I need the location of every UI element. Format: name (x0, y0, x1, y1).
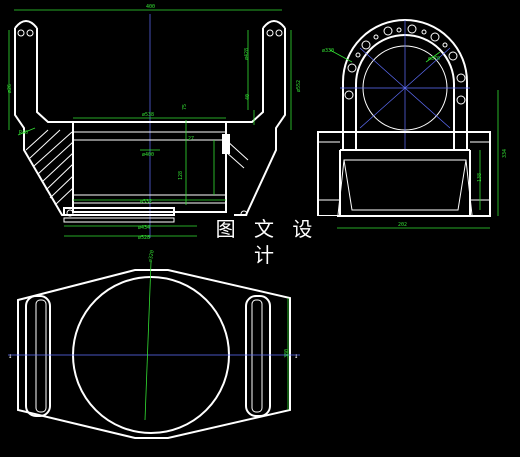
top-leader (144, 261, 152, 421)
top-right-pad-inner (251, 299, 263, 413)
front-bolt-hole (17, 29, 25, 37)
side-leader (425, 51, 441, 63)
top-left-pad-inner (35, 299, 47, 413)
dim-phi428: ø428 (244, 48, 250, 60)
dim-phi434: ø434 (138, 225, 150, 231)
watermark-text: 图 文 设 计 (197, 216, 337, 267)
dim-75: 75 (182, 104, 188, 110)
front-view-section: 400 (7, 4, 302, 241)
front-left-inner-wall (36, 28, 75, 123)
front-bottom-plate (63, 207, 175, 216)
side-view: ø330 ø370 202 334 138 (317, 19, 508, 229)
front-hatching-right (222, 134, 249, 169)
front-bolt-hole (26, 29, 34, 37)
dim-phi532: ø532 (140, 199, 152, 205)
top-right-pad (245, 295, 271, 417)
side-leg-line (337, 159, 345, 216)
front-hatching-left (25, 129, 74, 206)
front-roller (66, 209, 74, 217)
front-leader-r40 (17, 127, 36, 136)
dim-r40: R40 (19, 130, 28, 136)
side-base-outline (317, 131, 491, 217)
dim-phi370: ø370 (428, 56, 440, 62)
front-bolt-hole (266, 29, 274, 37)
top-section-mark-left: ↓ (8, 352, 12, 360)
side-bolt-holes (344, 24, 466, 105)
dim-phi320: ø320 (148, 250, 156, 263)
dim-phi528: ø528 (138, 235, 150, 241)
dim-202: 202 (398, 222, 407, 228)
side-leg-line (465, 159, 473, 216)
dim-138: 138 (477, 173, 483, 182)
top-section-mark-right: ↓ (294, 352, 298, 360)
front-bottom-plate (63, 217, 175, 223)
side-diag-line (359, 47, 451, 129)
side-leader (329, 49, 353, 63)
front-left-lip (14, 20, 38, 29)
front-hub-body (72, 121, 227, 213)
front-bolt-hole (275, 29, 283, 37)
front-right-outer-wall (234, 28, 286, 216)
dim-phi26: ø26 (7, 84, 13, 93)
top-left-pad (25, 295, 51, 417)
side-inner-trapezoid (343, 159, 467, 211)
front-right-inner-wall (226, 28, 264, 123)
dim-40: 40 (245, 94, 251, 100)
front-right-lip (262, 20, 286, 29)
top-view: ↓ ↓ ø320 380 (8, 250, 300, 439)
top-outer-outline (17, 269, 291, 439)
dim-334: 334 (502, 149, 508, 158)
dim-phi538: ø538 (142, 112, 154, 118)
dim-phi552: ø552 (296, 80, 302, 92)
dim-27: 27 (188, 136, 194, 142)
dim-128: 128 (178, 171, 184, 180)
dim-phi400: ø400 (142, 152, 154, 158)
dim-380: 380 (284, 349, 290, 358)
front-top-dim-text: 400 (146, 4, 155, 10)
dim-phi330: ø330 (322, 48, 334, 54)
